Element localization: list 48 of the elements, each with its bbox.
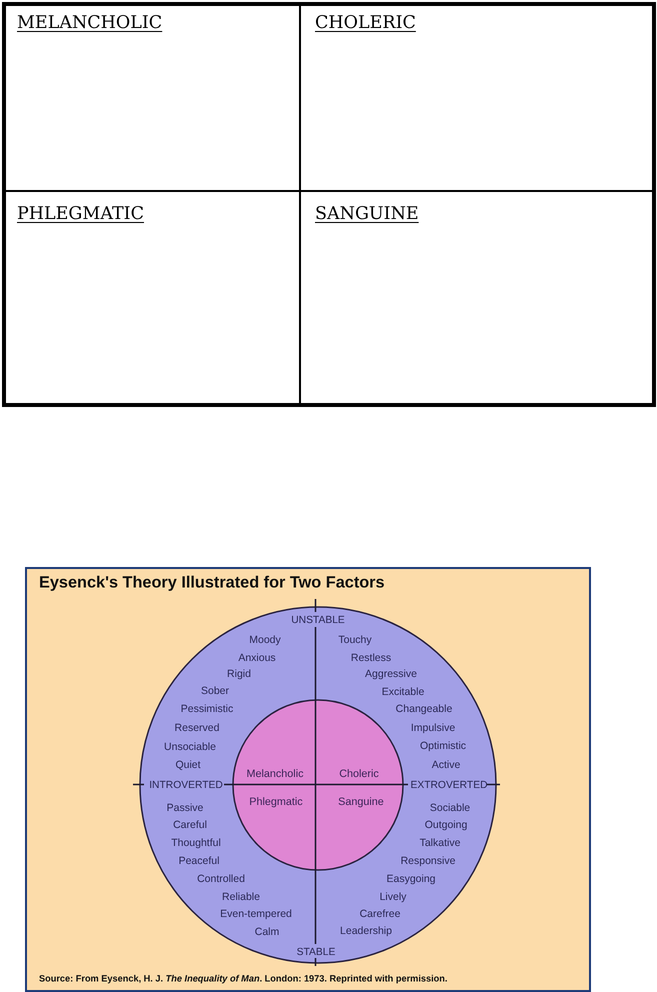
trait-word: Reliable bbox=[222, 890, 260, 904]
trait-word: Reserved bbox=[174, 722, 220, 734]
trait-word: Carefree bbox=[360, 908, 400, 920]
trait-word: Outgoing bbox=[424, 818, 468, 832]
trait-word: Optimistic bbox=[420, 740, 466, 752]
trait-word: Quiet bbox=[175, 758, 201, 772]
figure-title: Eysenck's Theory Illustrated for Two Factors bbox=[39, 574, 385, 592]
trait-word: Easygoing bbox=[386, 872, 436, 886]
axis-label: EXTROVERTED bbox=[410, 780, 488, 792]
temperament-heading: MELANCHOLIC bbox=[17, 13, 162, 34]
trait-word: Peaceful bbox=[178, 854, 220, 868]
trait-word: Anxious bbox=[238, 652, 276, 664]
trait-word: Responsive bbox=[400, 854, 456, 868]
trait-word: Lively bbox=[380, 890, 406, 904]
figure-panel bbox=[25, 567, 591, 992]
trait-word: Impulsive bbox=[410, 722, 456, 734]
trait-word: Talkative bbox=[420, 836, 460, 850]
trait-word: Unsociable bbox=[164, 740, 216, 754]
trait-word: Excitable bbox=[382, 686, 424, 698]
temperament-heading: SANGUINE bbox=[315, 204, 419, 224]
trait-word: Rigid bbox=[227, 668, 251, 680]
trait-word: Changeable bbox=[396, 702, 452, 716]
trait-word: Calm bbox=[254, 926, 280, 938]
trait-word: Controlled bbox=[197, 872, 245, 886]
trait-word: Leadership bbox=[340, 924, 392, 938]
trait-word: Passive bbox=[166, 802, 204, 814]
temperament-name: Melancholic bbox=[246, 768, 304, 780]
trait-word: Even-tempered bbox=[220, 908, 292, 920]
trait-word: Moody bbox=[249, 634, 281, 646]
temperament-name: Sanguine bbox=[338, 796, 384, 808]
trait-word: Aggressive bbox=[365, 668, 417, 680]
temperament-name: Choleric bbox=[339, 768, 379, 780]
trait-word: Pessimistic bbox=[180, 702, 234, 716]
trait-word: Active bbox=[432, 758, 460, 772]
trait-word: Sociable bbox=[430, 802, 470, 814]
trait-circle bbox=[139, 606, 497, 964]
temperament-heading: CHOLERIC bbox=[315, 13, 416, 34]
trait-word: Careful bbox=[173, 818, 207, 832]
axis-label: UNSTABLE bbox=[291, 615, 345, 627]
trait-word: Restless bbox=[350, 652, 392, 664]
temperament-name: Phlegmatic bbox=[249, 796, 303, 808]
trait-word: Touchy bbox=[338, 634, 372, 646]
axis-label: STABLE bbox=[296, 947, 336, 959]
temperament-heading: PHLEGMATIC bbox=[17, 204, 144, 224]
axis-label: INTROVERTED bbox=[149, 780, 223, 792]
trait-word: Thoughtful bbox=[171, 836, 221, 850]
source-note: Source: From Eysenck, H. J. The Inequality of Man. London: 1973. Reprinted with permission. bbox=[39, 974, 448, 984]
trait-word: Sober bbox=[200, 684, 230, 698]
